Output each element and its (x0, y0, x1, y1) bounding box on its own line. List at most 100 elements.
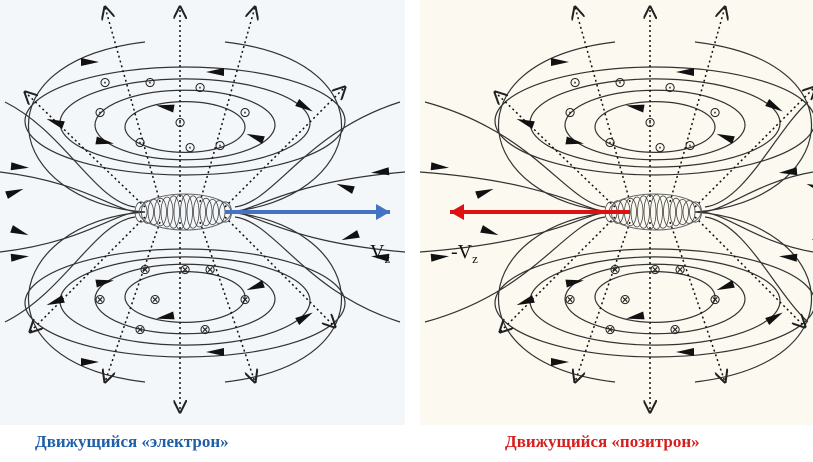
radial-dotted-arrows (495, 7, 813, 412)
out-of-page-current-symbol: ⊙ (564, 105, 576, 121)
out-of-page-current-symbol: ⊙ (214, 138, 226, 154)
positron-field-diagram: ⊙⊙⊙⊙⊙⊙⊙⊙⊙⊗⊗⊗⊗⊗⊗⊗⊗ (420, 0, 813, 425)
electron-velocity-arrow-head (376, 204, 390, 220)
outer-field-line (234, 101, 401, 208)
field-direction-arrowhead (341, 230, 360, 241)
electron-field-diagram: ⊙⊙⊙⊙⊙⊙⊙⊙⊙⊗⊗⊗⊗⊗⊗⊗⊗ (0, 0, 405, 425)
coil-turn (199, 197, 213, 227)
field-direction-arrowhead (10, 225, 29, 236)
field-direction-arrowhead (371, 167, 390, 176)
into-page-current-symbol: ⊗ (709, 292, 721, 308)
into-page-current-symbol: ⊗ (139, 262, 151, 278)
field-direction-arrowhead (10, 162, 29, 171)
field-direction-arrowhead (676, 348, 694, 356)
field-direction-arrowhead (565, 279, 584, 288)
coil-turn (656, 195, 670, 229)
upper-field-loop (494, 66, 813, 176)
out-of-page-current-symbol: ⊙ (684, 138, 696, 154)
out-of-page-current-symbol: ⊙ (94, 105, 106, 121)
coil-turn (134, 201, 148, 223)
radial-dotted-arrows (25, 7, 345, 412)
coil-turn (663, 196, 676, 228)
outer-field-line (424, 216, 606, 323)
field-direction-arrowhead (565, 136, 584, 145)
lower-field-loop (94, 263, 276, 335)
coil-turn (637, 195, 650, 229)
out-of-page-current-symbol: ⊙ (194, 80, 206, 96)
radial-arrow (575, 221, 631, 382)
radial-arrow (669, 221, 725, 382)
radial-arrow (224, 87, 345, 208)
outer-field-line (224, 211, 342, 383)
field-direction-arrowhead (779, 167, 798, 176)
field-direction-arrowhead (551, 58, 569, 66)
coil-turn (186, 195, 200, 229)
positron-velocity-label: -Vz (451, 241, 478, 266)
radial-arrow (694, 216, 805, 327)
into-page-current-symbol: ⊗ (674, 262, 686, 278)
upper-field-loop (594, 100, 716, 153)
electron-velocity-label: Vz (370, 241, 391, 266)
field-direction-arrowhead (716, 280, 735, 291)
into-page-current-symbol: ⊗ (204, 262, 216, 278)
out-of-page-current-symbol: ⊙ (144, 75, 156, 91)
into-page-current-symbol: ⊗ (149, 292, 161, 308)
field-direction-arrowhead (246, 133, 265, 144)
magnetic-field-lines (420, 41, 813, 383)
outer-field-line (0, 171, 141, 213)
coil-turn (147, 198, 161, 225)
field-direction-arrowhead (246, 280, 265, 291)
outer-field-line (699, 211, 813, 253)
coil-turn (643, 194, 657, 230)
into-page-current-symbol: ⊗ (134, 322, 146, 338)
radial-arrow (199, 221, 255, 382)
coil-turn (669, 197, 683, 227)
into-page-current-symbol: ⊗ (619, 292, 631, 308)
into-page-current-symbol: ⊗ (179, 262, 191, 278)
out-of-page-current-symbol: ⊙ (644, 115, 656, 131)
out-of-page-current-symbol: ⊙ (614, 75, 626, 91)
coil-turn (141, 200, 154, 224)
into-page-current-symbol: ⊗ (649, 262, 661, 278)
coil-turn (682, 200, 696, 224)
out-of-page-current-symbol: ⊙ (664, 80, 676, 96)
field-direction-arrowhead (716, 133, 735, 144)
radial-arrow (105, 221, 161, 382)
field-direction-arrowhead (765, 99, 783, 112)
field-direction-arrowhead (336, 183, 355, 194)
outer-field-line (0, 211, 141, 253)
field-direction-arrowhead (475, 188, 494, 199)
field-direction-arrowhead (480, 225, 499, 236)
radial-arrow (224, 216, 335, 327)
coil-turn (167, 195, 180, 229)
upper-field-loop (94, 89, 276, 161)
coil-turn (154, 197, 167, 227)
out-of-page-current-symbol: ⊙ (184, 140, 196, 156)
positron-caption: Движущийся «позитрон» (505, 432, 700, 451)
outer-field-line (4, 101, 136, 208)
field-direction-arrowhead (10, 253, 29, 262)
field-direction-arrowhead (371, 253, 390, 262)
field-direction-arrowhead (206, 68, 224, 76)
out-of-page-current-symbol: ⊙ (709, 105, 721, 121)
radial-arrow (669, 7, 725, 203)
central-charge-coil (134, 193, 232, 231)
outer-field-line (498, 41, 616, 213)
positron-velocity-arrow-head (450, 204, 464, 220)
out-of-page-current-symbol: ⊙ (654, 140, 666, 156)
central-charge-coil (604, 193, 702, 231)
out-of-page-current-symbol: ⊙ (134, 135, 146, 151)
coil-turn (160, 196, 174, 228)
electron-caption: Движущийся «электрон» (35, 432, 229, 451)
field-direction-arrowhead (81, 58, 99, 66)
field-direction-arrowhead (551, 358, 569, 366)
radial-arrow (694, 87, 813, 208)
field-direction-arrowhead (765, 312, 783, 325)
lower-field-loop (24, 248, 346, 358)
out-of-page-current-symbol: ⊙ (174, 115, 186, 131)
into-page-current-symbol: ⊗ (239, 292, 251, 308)
electron-field-svg: ⊙⊙⊙⊙⊙⊙⊙⊙⊙⊗⊗⊗⊗⊗⊗⊗⊗ (0, 0, 405, 425)
coil-turn (630, 196, 644, 228)
lower-field-loop (494, 248, 813, 358)
field-direction-arrowhead (779, 253, 798, 262)
